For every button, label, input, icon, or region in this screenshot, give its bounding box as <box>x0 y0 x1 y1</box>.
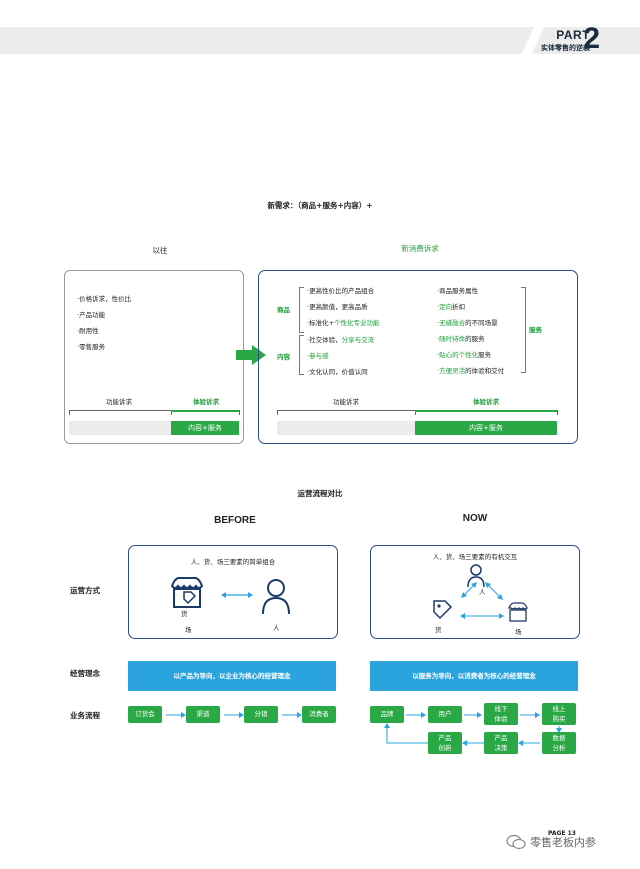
interaction-arrows-icon <box>460 582 504 619</box>
store-icon <box>508 602 528 622</box>
goods-item: ·更高颜值，更高品质 <box>307 303 368 311</box>
before-place-label: 场 <box>185 626 192 634</box>
goods-list: ·更高性价比的产品组合 ·更高颜值，更高品质 ·标准化+个性化专业功能 <box>307 283 380 331</box>
now-ops-caption: 人、货、场三要素的有机交互 <box>432 553 518 561</box>
before-flow-step: 订货会 <box>128 706 162 723</box>
before-flow-arrows <box>166 712 302 718</box>
service-label: 服务 <box>529 326 542 334</box>
content-label: 内容 <box>277 353 290 361</box>
now-person-label: 人 <box>479 588 486 596</box>
person-icon <box>262 579 290 615</box>
before-flow-step: 分销 <box>244 706 278 723</box>
bidirectional-arrow-icon <box>221 592 253 598</box>
before-flow-step: 消费者 <box>302 706 336 723</box>
new-experience-appeal: 体验诉求 <box>473 398 499 406</box>
now-flow-step: 产品 决策 <box>484 732 518 754</box>
content-item: ·参与感 <box>307 352 329 360</box>
service-list: ·商品服务属性 ·定向折扣 ·无缝融合的不同场景 ·随时待命的服务 ·贴心的个性… <box>437 283 504 379</box>
section1-title: 新需求：（商品+服务+内容）+ <box>267 201 373 210</box>
before-goods-label: 货 <box>181 610 188 618</box>
before-heading: BEFORE <box>214 515 256 526</box>
new-function-bar <box>277 421 415 435</box>
service-item: ·商品服务属性 <box>437 287 479 295</box>
section2-title: 运营流程对比 <box>297 489 343 498</box>
service-item: ·定向折扣 <box>437 303 466 311</box>
past-function-bar <box>69 421 171 435</box>
service-item: ·贴心的个性化服务 <box>437 351 492 359</box>
watermark-text: 零售老板内参 <box>530 836 596 849</box>
part-subtitle: 实体零售的逆袭 <box>541 44 590 52</box>
now-goods-label: 货 <box>435 626 442 634</box>
now-flow-arrows <box>384 712 562 746</box>
goods-bracket <box>299 287 304 333</box>
tag-icon <box>183 591 196 604</box>
new-axis-tick <box>557 410 558 415</box>
row-label-philosophy: 经营理念 <box>70 669 100 678</box>
new-axis-tick <box>415 410 416 415</box>
now-ops-box: 人、货、场三要素的有机交互 人 货 场 <box>370 545 580 639</box>
now-heading: NOW <box>462 513 488 524</box>
now-philosophy-banner: 以服务为导向，以消费者为核心的经营理念 <box>370 661 578 691</box>
past-box: ·价格诉求，性价比 ·产品功能 ·耐用性 ·零售服务 功能诉求 体验诉求 内容+… <box>64 270 244 444</box>
goods-label: 商品 <box>277 306 290 314</box>
person-icon <box>467 564 485 588</box>
past-axis-tick <box>69 410 70 415</box>
goods-item: ·标准化+个性化专业功能 <box>307 319 380 327</box>
service-item: ·随时待命的服务 <box>437 335 485 343</box>
now-place-label: 场 <box>515 628 522 636</box>
page-number: PAGE 13 <box>548 830 576 837</box>
new-axis-tick <box>277 410 278 415</box>
service-item: ·无缝融合的不同场景 <box>437 319 498 327</box>
past-axis-tick <box>239 410 240 415</box>
content-bracket <box>299 335 304 375</box>
new-content-service-bar: 内容+服务 <box>415 421 557 435</box>
past-experience-appeal: 体验诉求 <box>193 398 219 406</box>
past-item: ·耐用性 <box>77 327 99 335</box>
new-consumption-label: 新消费诉求 <box>401 244 439 253</box>
new-axis-green <box>415 410 557 412</box>
past-axis-tick <box>171 410 172 415</box>
row-label-process: 业务流程 <box>70 711 100 720</box>
content-item: ·社交体验，分享与交流 <box>307 336 375 344</box>
past-axis-green <box>171 410 239 412</box>
part-number: 2 <box>583 22 600 55</box>
now-flow-step: 数据 分析 <box>542 732 576 754</box>
new-function-appeal: 功能诉求 <box>333 398 359 406</box>
content-list: ·社交体验，分享与交流 ·参与感 ·文化认同，价值认同 <box>307 332 374 380</box>
past-list: ·价格诉求，性价比 ·产品功能 ·耐用性 ·零售服务 <box>77 291 131 355</box>
past-label: 以往 <box>152 246 168 255</box>
past-item: ·零售服务 <box>77 343 106 351</box>
before-philosophy-banner: 以产品为导向，以企业为核心的经营理念 <box>128 661 336 691</box>
now-flow-step: 线下 体验 <box>484 703 518 725</box>
goods-item: ·更高性价比的产品组合 <box>307 287 375 295</box>
row-label-ops: 运营方式 <box>70 586 100 595</box>
past-item: ·价格诉求，性价比 <box>77 295 132 303</box>
content-item: ·文化认同，价值认同 <box>307 368 368 376</box>
store-icon <box>170 577 204 608</box>
before-ops-box: 人、货、场三要素的简单组合 货 场 人 <box>128 545 338 639</box>
new-box: 商品 ·更高性价比的产品组合 ·更高颜值，更高品质 ·标准化+个性化专业功能 内… <box>258 270 578 444</box>
before-person-label: 人 <box>273 624 280 632</box>
part-word: PART <box>556 28 590 42</box>
past-function-appeal: 功能诉求 <box>106 398 132 406</box>
before-ops-caption: 人、货、场三要素的简单组合 <box>190 558 276 566</box>
before-flow-step: 渠道 <box>186 706 220 723</box>
now-flow-step: 线上 购买 <box>542 703 576 725</box>
past-axis <box>69 410 239 411</box>
now-flow-step: 产品 创新 <box>428 732 462 754</box>
service-bracket <box>521 287 526 373</box>
service-item: ·方便灵活的体验和交付 <box>437 367 505 375</box>
past-item: ·产品功能 <box>77 311 106 319</box>
past-content-service-bar: 内容+服务 <box>171 421 239 435</box>
now-flow-step: 品牌 <box>370 706 404 723</box>
tag-icon <box>433 600 453 620</box>
wechat-icon <box>506 834 526 850</box>
now-flow-step: 用户 <box>428 706 462 723</box>
